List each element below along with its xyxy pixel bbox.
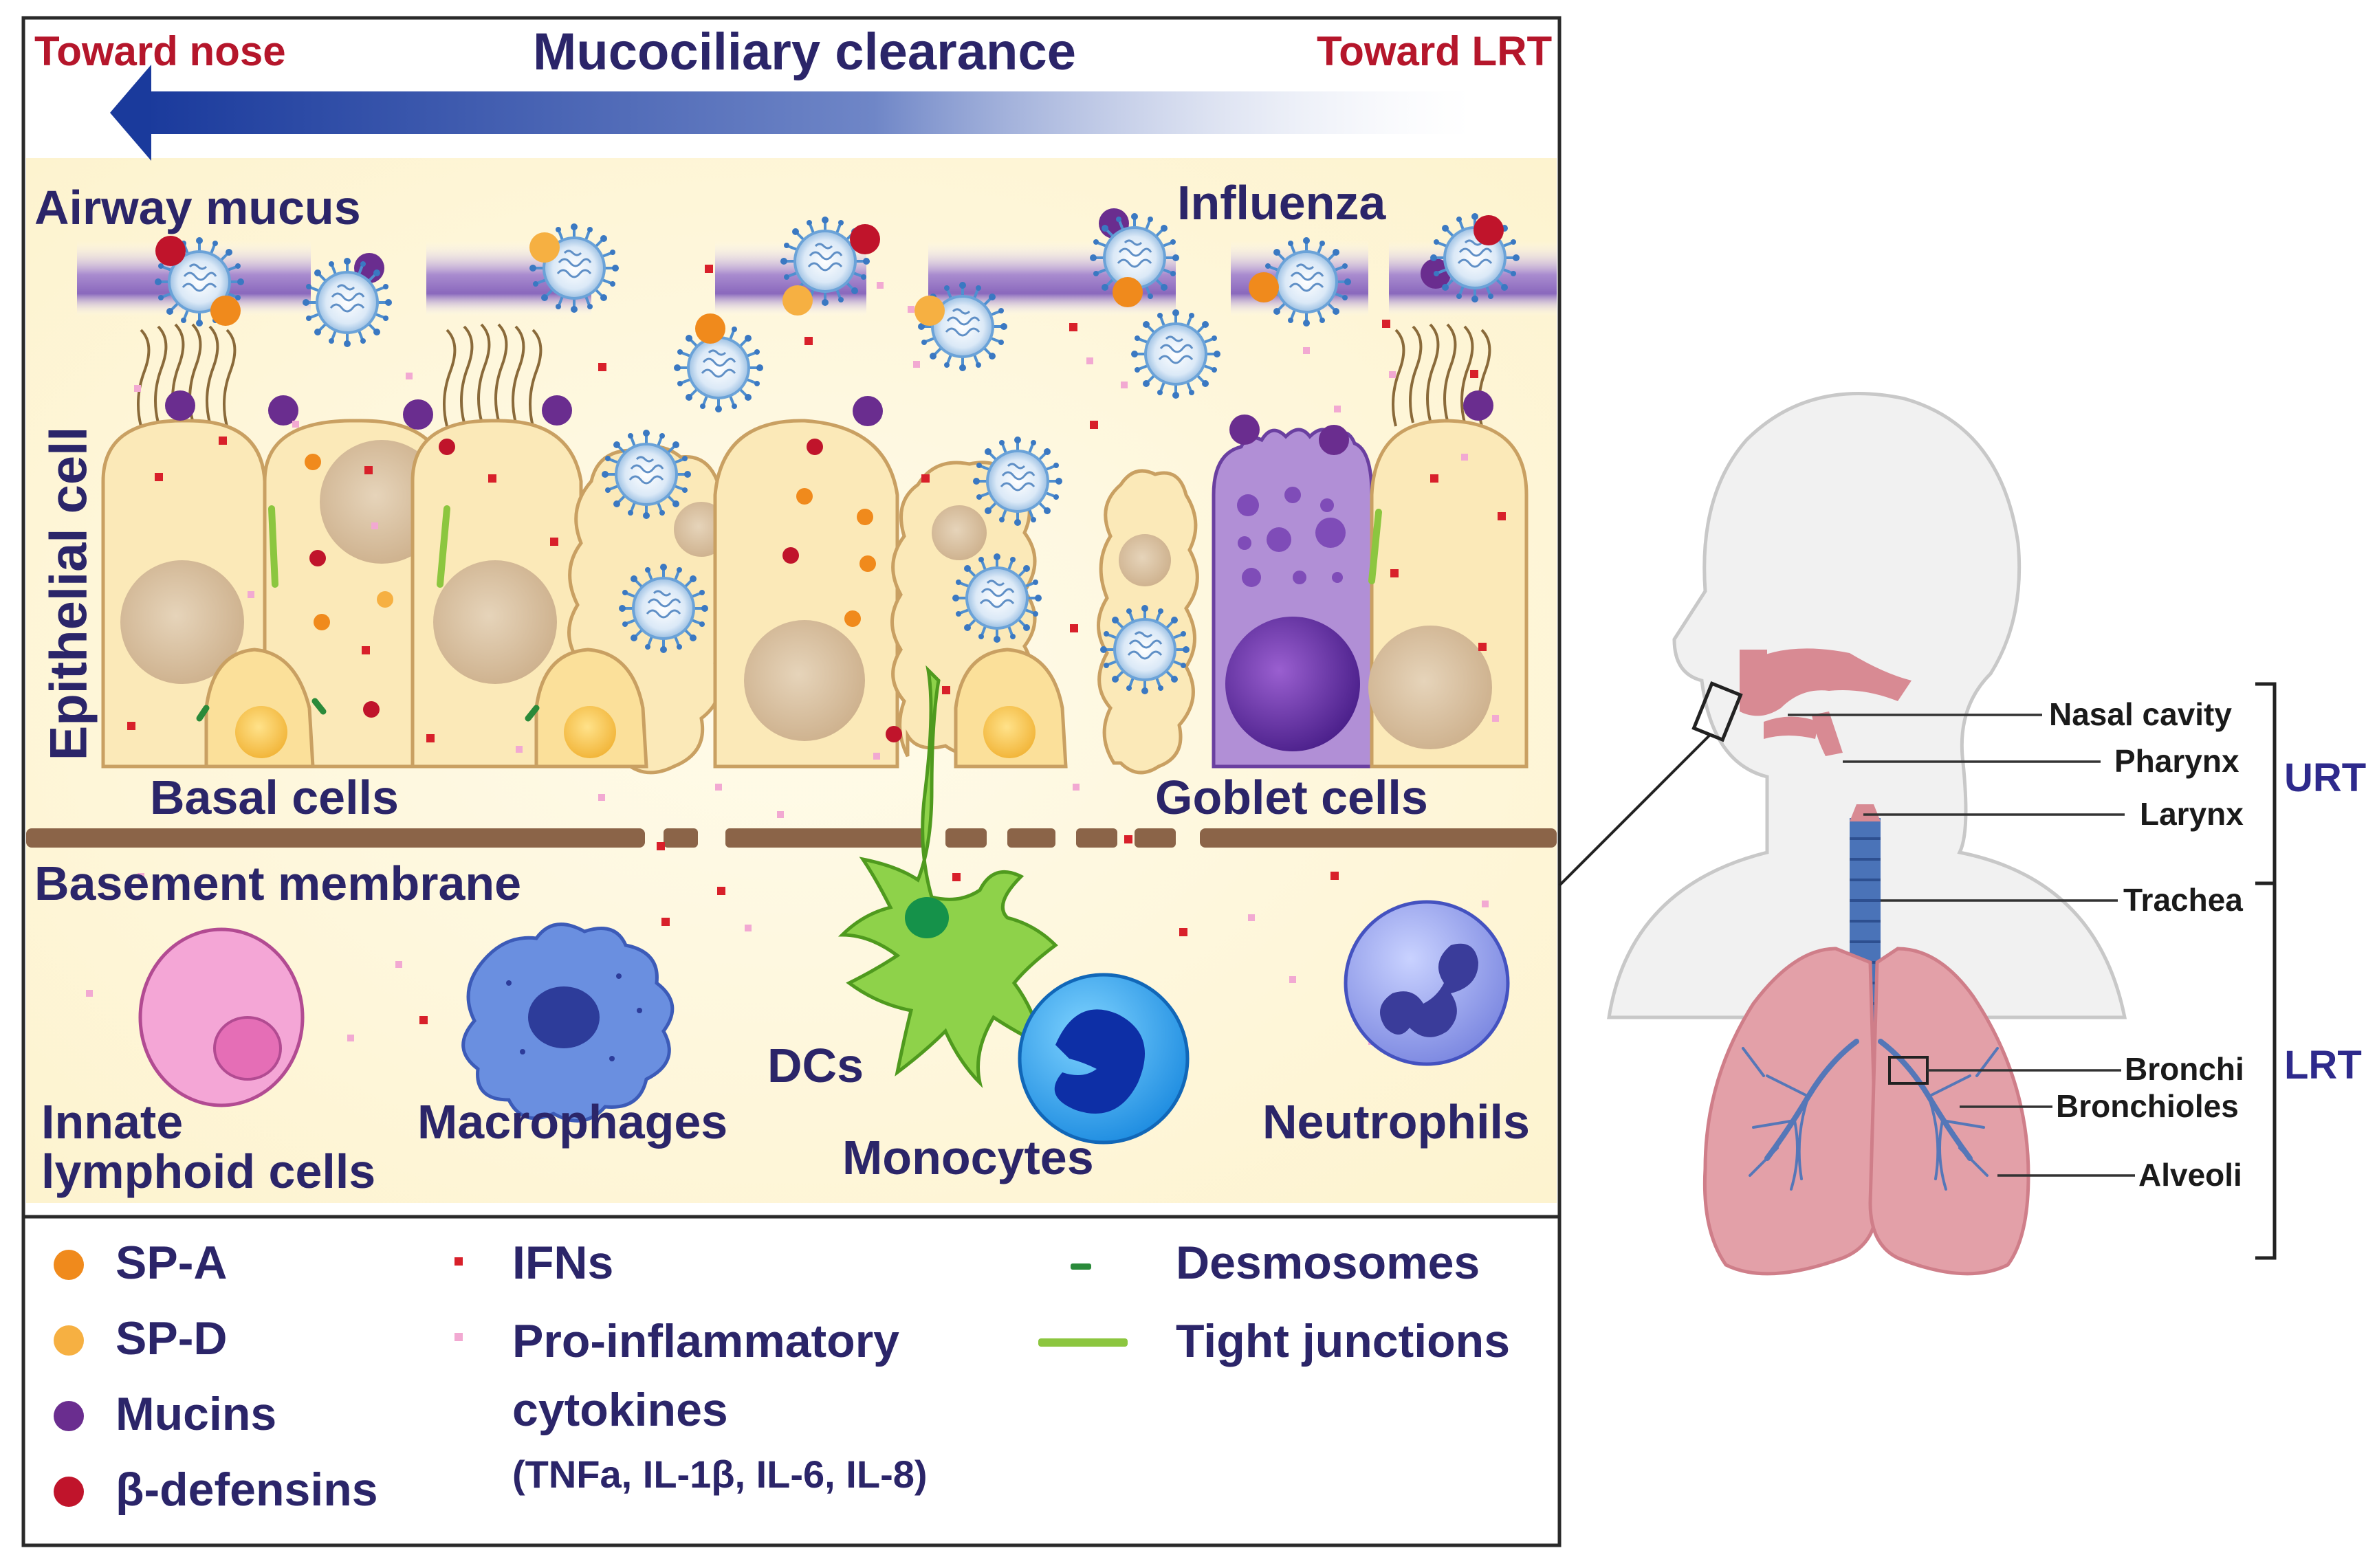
- urt-lrt-brackets: [2255, 682, 2277, 1260]
- tight-junctions: [268, 505, 1382, 588]
- basement-membrane: [26, 828, 1557, 848]
- anatomy-trachea: Trachea: [2123, 882, 2243, 918]
- toward-nose-label: Toward nose: [34, 28, 286, 74]
- innate-lymphoid-label-line2: lymphoid cells: [41, 1145, 376, 1198]
- dendritic-cell: [837, 665, 1058, 1088]
- diagram-title: Mucociliary clearance: [533, 23, 1076, 81]
- basal-cell-3: [954, 648, 1068, 769]
- ciliated-cell-3: [410, 419, 583, 769]
- epithelial-cell-label: Epithelial cell: [39, 426, 98, 761]
- basal-cell-2: [534, 648, 648, 769]
- sp-d-dots: [377, 232, 945, 608]
- columnar-cell-4: [713, 419, 899, 769]
- sp-a-dots: [210, 272, 1279, 630]
- anatomy-pharynx: Pharynx: [2114, 743, 2239, 779]
- anatomy-larynx: Larynx: [2140, 796, 2244, 832]
- anatomy-nasal-cavity: Nasal cavity: [2049, 696, 2232, 732]
- legend-proinflammatory-line2: cytokines: [512, 1384, 728, 1436]
- human-respiratory-tract-icon: [1607, 392, 2127, 1276]
- innate-lymphoid-cell: [138, 927, 305, 1107]
- anatomy-bronchioles: Bronchioles: [2056, 1088, 2239, 1124]
- monocytes-label: Monocytes: [842, 1131, 1094, 1184]
- ifn-markers: [127, 265, 1506, 1024]
- legend-ifns: IFNs: [512, 1237, 614, 1289]
- zoom-connector-lines: [1558, 733, 1712, 887]
- dcs-label: DCs: [767, 1039, 864, 1092]
- legend-sp-a: SP-A: [116, 1237, 228, 1289]
- basal-cell-1: [204, 648, 315, 769]
- legend-sp-d: SP-D: [116, 1312, 228, 1365]
- macrophage: [461, 923, 675, 1123]
- basement-membrane-label: Basement membrane: [34, 857, 522, 910]
- desmosomes: [196, 698, 540, 722]
- goblet-cell: [1212, 428, 1377, 769]
- mucociliary-arrow: [110, 65, 1471, 161]
- legend-proinflammatory-line1: Pro-inflammatory: [512, 1315, 899, 1367]
- basal-cells-label: Basal cells: [150, 771, 399, 824]
- anatomy-leader-lines: [1788, 714, 2135, 1177]
- urt-label: URT: [2284, 755, 2367, 800]
- toward-lrt-label: Toward LRT: [1317, 28, 1553, 74]
- legend-cytokine-list: (TNFa, IL-1β, IL-6, IL-8): [512, 1453, 928, 1496]
- anatomy-bronchi: Bronchi: [2125, 1051, 2244, 1087]
- beta-defensin-dots: [155, 215, 1504, 742]
- airway-mucus-label: Airway mucus: [34, 181, 361, 234]
- neutrophil: [1344, 900, 1510, 1066]
- legend-mucins: Mucins: [116, 1388, 277, 1440]
- lrt-label: LRT: [2284, 1043, 2362, 1087]
- monocyte: [1018, 973, 1190, 1145]
- legend-tight-junctions: Tight junctions: [1176, 1315, 1511, 1367]
- anatomy-alveoli: Alveoli: [2138, 1157, 2242, 1193]
- ciliated-cell-5: [1368, 419, 1529, 769]
- innate-lymphoid-label-line1: Innate: [41, 1095, 184, 1149]
- goblet-cells-label: Goblet cells: [1155, 771, 1428, 824]
- legend-beta-defensins: β-defensins: [116, 1464, 378, 1516]
- influenza-label: Influenza: [1177, 176, 1386, 230]
- neutrophils-label: Neutrophils: [1262, 1095, 1530, 1149]
- legend-symbols: [54, 1250, 1128, 1507]
- macrophages-label: Macrophages: [417, 1095, 728, 1149]
- legend-desmosomes: Desmosomes: [1176, 1237, 1480, 1289]
